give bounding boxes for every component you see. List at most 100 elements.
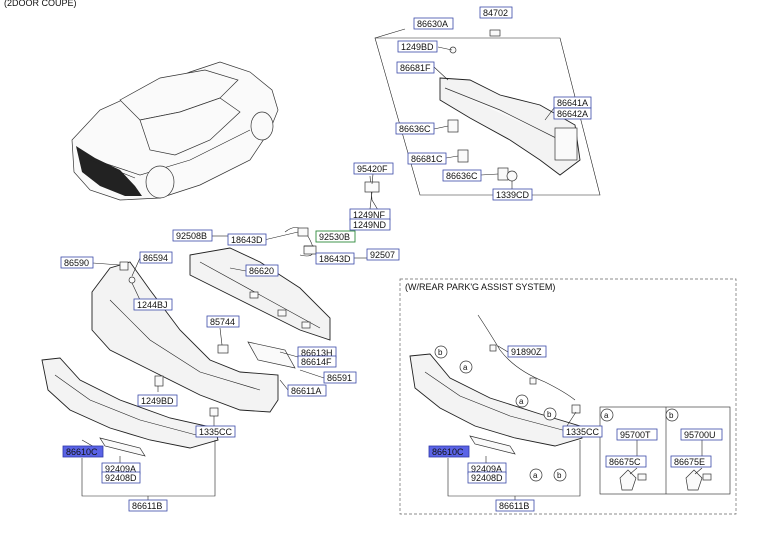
label-92507[interactable]: 92507 xyxy=(366,248,400,261)
label-1249BD-top[interactable]: 1249BD xyxy=(397,40,438,53)
label-92530B[interactable]: 92530B xyxy=(315,230,356,243)
svg-text:86611B: 86611B xyxy=(499,501,529,511)
callout-b-2: b xyxy=(543,407,557,421)
label-86614F[interactable]: 86614F xyxy=(297,355,337,368)
svg-text:86613H: 86613H xyxy=(301,348,333,358)
label-1339CD[interactable]: 1339CD xyxy=(492,188,533,201)
label-92408D-main[interactable]: 92408D xyxy=(101,471,141,484)
svg-text:b: b xyxy=(547,410,552,419)
label-91890Z[interactable]: 91890Z xyxy=(507,345,547,358)
label-86610C-main[interactable]: 86610C xyxy=(62,445,104,458)
svg-text:86675E: 86675E xyxy=(674,457,705,467)
label-86611B-main[interactable]: 86611B xyxy=(128,499,168,512)
svg-text:86642A: 86642A xyxy=(557,109,588,119)
label-86630A[interactable]: 86630A xyxy=(413,17,454,30)
label-84702[interactable]: 84702 xyxy=(479,6,513,19)
svg-text:86630A: 86630A xyxy=(417,19,448,29)
label-86611B-inset[interactable]: 86611B xyxy=(495,499,535,512)
label-95700T[interactable]: 95700T xyxy=(616,428,658,441)
rear-beam-assembly xyxy=(374,29,601,196)
svg-text:86681F: 86681F xyxy=(400,63,431,73)
label-1249BD-low[interactable]: 1249BD xyxy=(137,394,178,407)
svg-text:1249NF: 1249NF xyxy=(353,210,386,220)
svg-text:86611B: 86611B xyxy=(132,501,162,511)
label-18643D-a[interactable]: 18643D xyxy=(227,233,267,246)
svg-text:1249ND: 1249ND xyxy=(353,220,387,230)
svg-text:86641A: 86641A xyxy=(557,98,588,108)
svg-text:86610C: 86610C xyxy=(66,447,98,457)
label-18643D-b[interactable]: 18643D xyxy=(315,252,355,265)
svg-text:1339CD: 1339CD xyxy=(496,190,530,200)
label-86590[interactable]: 86590 xyxy=(60,256,94,269)
leader-lines xyxy=(81,28,703,500)
svg-text:86614F: 86614F xyxy=(301,357,332,367)
svg-text:1335CC: 1335CC xyxy=(566,427,600,437)
label-1249NF[interactable]: 1249NF xyxy=(349,208,391,221)
svg-text:86636C: 86636C xyxy=(446,171,478,181)
label-86642A[interactable]: 86642A xyxy=(553,107,592,120)
sensor-a-drawing xyxy=(619,469,647,491)
label-92408D-inset[interactable]: 92408D xyxy=(467,471,507,484)
label-1249ND[interactable]: 1249ND xyxy=(349,218,391,231)
svg-text:a: a xyxy=(533,471,538,480)
svg-text:91890Z: 91890Z xyxy=(511,347,542,357)
label-86636C-b[interactable]: 86636C xyxy=(442,169,482,182)
svg-text:18643D: 18643D xyxy=(319,254,351,264)
svg-text:86611A: 86611A xyxy=(291,386,321,396)
label-86611A[interactable]: 86611A xyxy=(287,384,327,397)
label-95700U[interactable]: 95700U xyxy=(680,428,723,441)
bumper-beam-86620 xyxy=(189,247,331,341)
label-86610C-inset[interactable]: 86610C xyxy=(428,445,470,458)
callout-a-sub: a xyxy=(600,408,614,422)
svg-text:92409A: 92409A xyxy=(105,464,136,474)
lower-diffuser-main xyxy=(41,357,219,457)
label-1335CC-inset[interactable]: 1335CC xyxy=(562,425,603,438)
label-86594[interactable]: 86594 xyxy=(139,251,173,264)
svg-text:18643D: 18643D xyxy=(231,235,263,245)
callout-a-1: a xyxy=(459,360,473,374)
svg-text:92408D: 92408D xyxy=(471,473,503,483)
label-86681C[interactable]: 86681C xyxy=(407,152,447,165)
svg-text:86610C: 86610C xyxy=(432,447,464,457)
svg-text:84702: 84702 xyxy=(483,8,508,18)
svg-text:85744: 85744 xyxy=(210,317,235,327)
svg-text:1244BJ: 1244BJ xyxy=(137,300,168,310)
svg-text:92409A: 92409A xyxy=(471,464,502,474)
svg-text:b: b xyxy=(438,348,443,357)
inset-title: (W/REAR PARK'G ASSIST SYSTEM) xyxy=(405,282,555,292)
label-86641A[interactable]: 86641A xyxy=(553,96,592,109)
svg-text:86681C: 86681C xyxy=(411,154,443,164)
svg-text:86590: 86590 xyxy=(64,258,89,268)
svg-text:1335CC: 1335CC xyxy=(199,427,233,437)
svg-text:92507: 92507 xyxy=(370,250,395,260)
callout-b-3: b xyxy=(553,468,567,482)
sensor-b-drawing xyxy=(685,469,712,491)
svg-text:86591: 86591 xyxy=(327,373,352,383)
svg-text:92530B: 92530B xyxy=(319,232,350,242)
svg-text:a: a xyxy=(519,397,524,406)
label-95420F[interactable]: 95420F xyxy=(353,162,394,175)
diagram-header: (2DOOR COUPE) xyxy=(4,0,77,8)
svg-text:b: b xyxy=(557,471,562,480)
lower-diffuser-inset xyxy=(409,314,583,455)
callout-b-1: b xyxy=(434,345,448,359)
svg-text:86620: 86620 xyxy=(249,266,274,276)
svg-text:86636C: 86636C xyxy=(399,124,431,134)
svg-text:92408D: 92408D xyxy=(105,473,137,483)
svg-text:b: b xyxy=(669,411,674,420)
label-85744[interactable]: 85744 xyxy=(206,315,240,328)
label-1244BJ[interactable]: 1244BJ xyxy=(133,298,173,311)
label-86675E[interactable]: 86675E xyxy=(670,455,712,468)
label-86636C-a[interactable]: 86636C xyxy=(395,122,435,135)
svg-text:a: a xyxy=(463,363,468,372)
callout-a-2: a xyxy=(515,394,529,408)
label-86591[interactable]: 86591 xyxy=(323,371,357,384)
label-86681F[interactable]: 86681F xyxy=(396,61,435,74)
label-1335CC-main[interactable]: 1335CC xyxy=(195,425,236,438)
label-86620[interactable]: 86620 xyxy=(245,264,279,277)
svg-text:a: a xyxy=(604,411,609,420)
label-86675C[interactable]: 86675C xyxy=(605,455,647,468)
label-92508B[interactable]: 92508B xyxy=(172,229,213,242)
svg-text:95700T: 95700T xyxy=(620,430,651,440)
svg-text:95700U: 95700U xyxy=(684,430,716,440)
